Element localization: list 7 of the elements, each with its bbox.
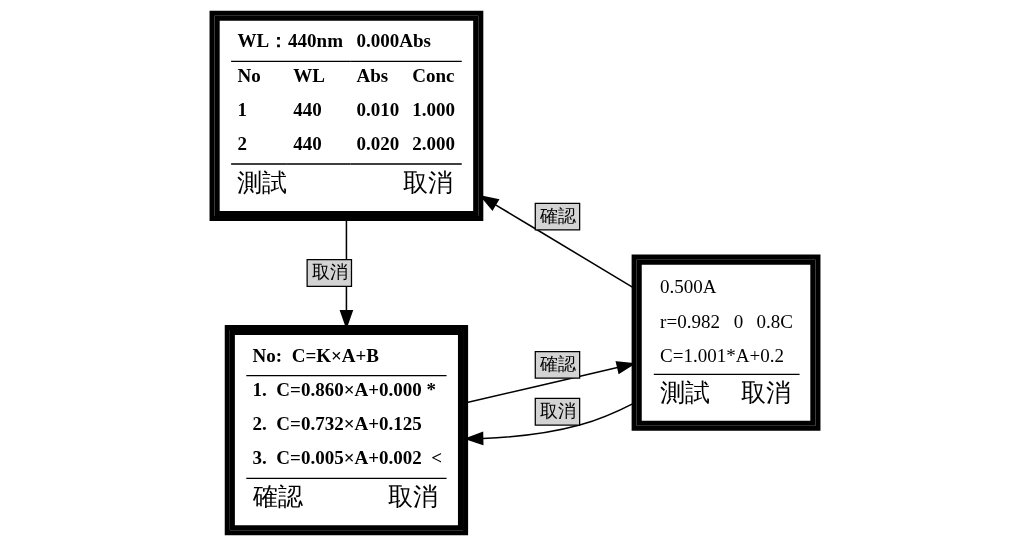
edge-label: 取消 <box>311 262 348 283</box>
edge-label: 取消 <box>539 401 576 422</box>
edge-label: 確認 <box>539 205 576 226</box>
node-box: 0.500A r=0.982 0 0.8C C=1.001*A+0.2 測試 取消 <box>631 254 820 431</box>
edge-label: 確認 <box>539 354 576 375</box>
node-box: WL：440nm 0.000Abs No WL Abs Conc 1 440 0.010 1.000 2 440 0.020 2.000 測試 取消 <box>209 10 483 222</box>
node-box: No: C=K×A+B 1. C=0.860×A+0.000 * 2. C=0.732×A+0.125 3. C=0.005×A+0.002 < 確認 取消 <box>224 324 468 536</box>
